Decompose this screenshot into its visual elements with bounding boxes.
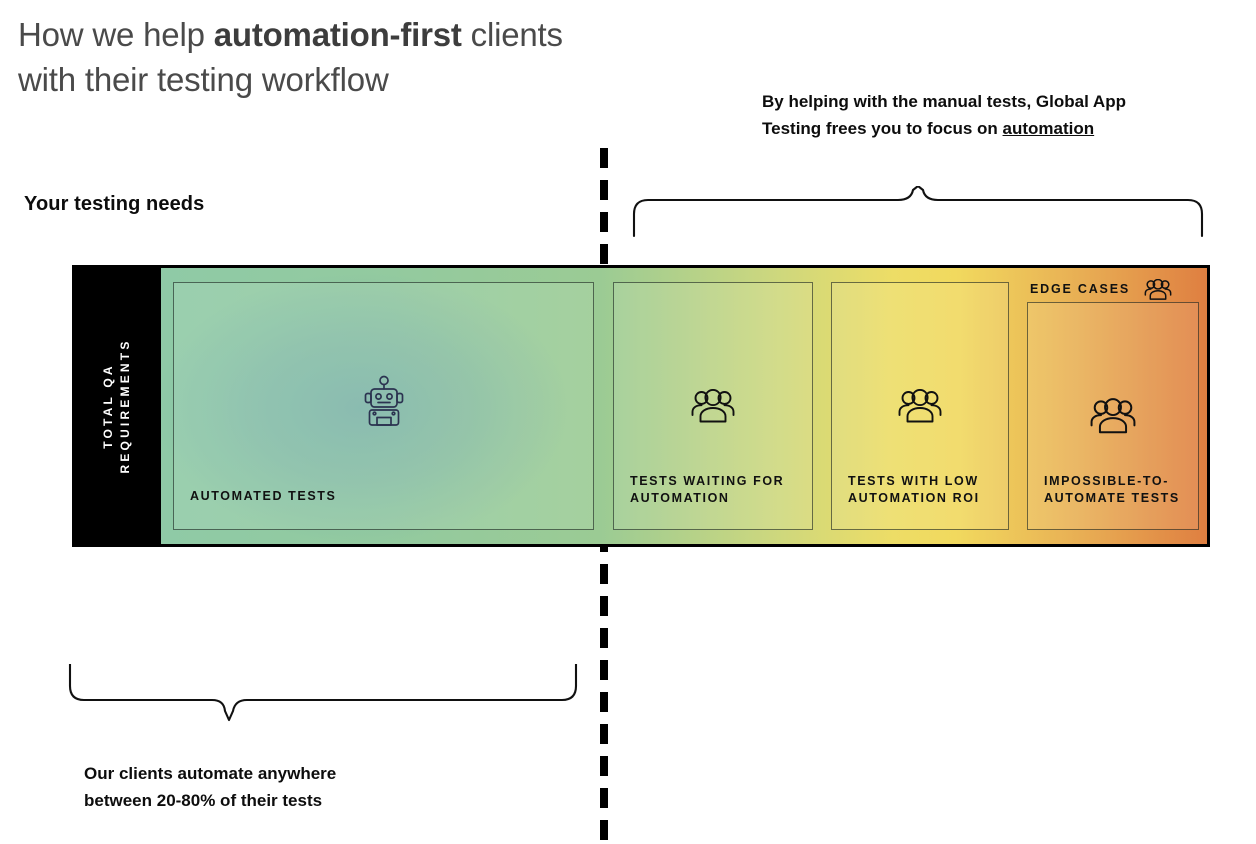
cell-label-automated-tests: AUTOMATED TESTS [190,489,337,503]
robot-icon [363,375,405,427]
cell-label-tests-with-low-automation-roi: TESTS WITH LOW AUTOMATION ROI [848,474,980,505]
axis-label-line-2: REQUIREMENTS [118,338,132,474]
brace-bottom [66,664,586,722]
callout-client-automation-range: Our clients automate anywhere between 20… [84,760,514,814]
cell-label-tests-waiting-for-automation: TESTS WAITING FOR AUTOMATION [630,474,785,505]
callout-bottom-line-2: between 20-80% of their tests [84,791,323,810]
edge-cases-label: EDGE CASES [1030,282,1130,296]
axis-label-line-1: TOTAL QA [101,363,115,449]
callout-automation-focus: By helping with the manual tests, Global… [762,88,1232,142]
people-group-icon [691,389,735,423]
segment-tests-with-low-automation-roi[interactable]: TESTS WITH LOW AUTOMATION ROI [822,268,1018,544]
cell-impossible-to-automate-tests[interactable]: IMPOSSIBLE-TO-AUTOMATE TESTS [1027,302,1199,530]
gradient-strip: AUTOMATED TESTS [161,268,1207,544]
cell-tests-waiting-for-automation[interactable]: TESTS WAITING FOR AUTOMATION [613,282,813,530]
people-group-icon [1144,278,1172,300]
callout-right-line-1: By helping with the manual tests, Global… [762,92,1126,111]
your-testing-needs-label: Your testing needs [24,193,205,215]
page-title: How we help automation-first clients wit… [18,12,718,102]
cell-automated-tests[interactable]: AUTOMATED TESTS [173,282,594,530]
headline-part-2: clients [461,16,563,53]
callout-bottom-line-1: Our clients automate anywhere [84,764,337,783]
people-group-icon [1090,398,1136,434]
cell-label-impossible-to-automate-tests: IMPOSSIBLE-TO-AUTOMATE TESTS [1044,474,1180,505]
cell-tests-with-low-automation-roi[interactable]: TESTS WITH LOW AUTOMATION ROI [831,282,1009,530]
automation-link[interactable]: automation [1002,119,1095,138]
qa-requirements-bar: TOTAL QA REQUIREMENTS [72,265,1210,547]
people-group-icon [898,389,942,423]
edge-cases-header: EDGE CASES [1030,276,1197,302]
brace-top [630,186,1206,238]
segment-tests-waiting-for-automation[interactable]: TESTS WAITING FOR AUTOMATION [604,268,822,544]
callout-right-line-2: Testing frees you to focus on [762,119,1003,138]
segment-impossible-to-automate-tests[interactable]: EDGE CASES [1018,268,1207,544]
headline-line-2: with their testing workflow [18,61,389,98]
total-qa-requirements-label: TOTAL QA REQUIREMENTS [100,338,134,473]
segment-automated-tests[interactable]: AUTOMATED TESTS [161,268,604,544]
total-qa-requirements-axis: TOTAL QA REQUIREMENTS [73,266,161,546]
headline-emphasis: automation-first [213,16,462,53]
headline-part-1: How we help [18,16,214,53]
